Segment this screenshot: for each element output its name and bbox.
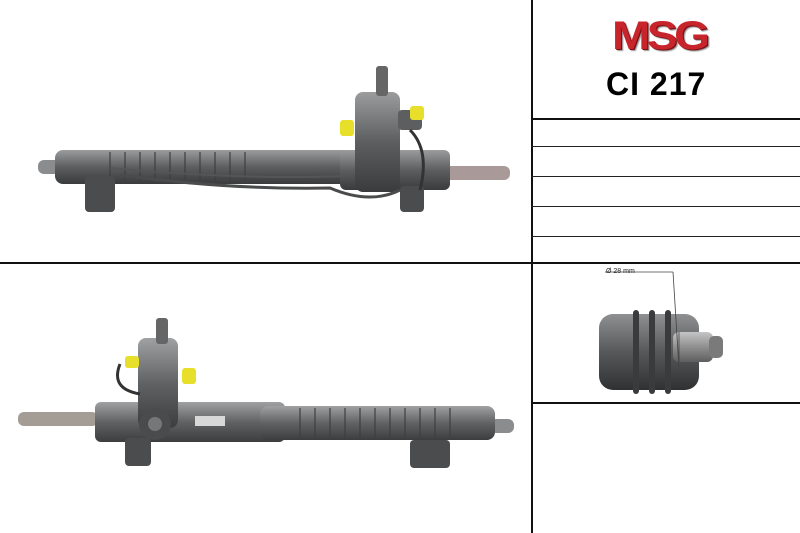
spec-row-divider [531, 236, 800, 237]
spec-row-divider [531, 176, 800, 177]
diameter-label: Ø 28 mm [606, 268, 635, 275]
horizontal-divider [0, 262, 800, 264]
vertical-divider [531, 0, 533, 533]
spec-row-divider [531, 206, 800, 207]
steering-rack-bottom-view [18, 318, 514, 468]
spec-row-divider [531, 146, 800, 147]
steering-rack-top-view [38, 66, 510, 212]
brand-logo: MSG [612, 14, 710, 58]
shaft-detail-closeup [599, 271, 723, 394]
spec-row-divider [531, 118, 800, 120]
detail-bottom-divider [531, 402, 800, 404]
part-code: CI 217 [606, 66, 707, 102]
